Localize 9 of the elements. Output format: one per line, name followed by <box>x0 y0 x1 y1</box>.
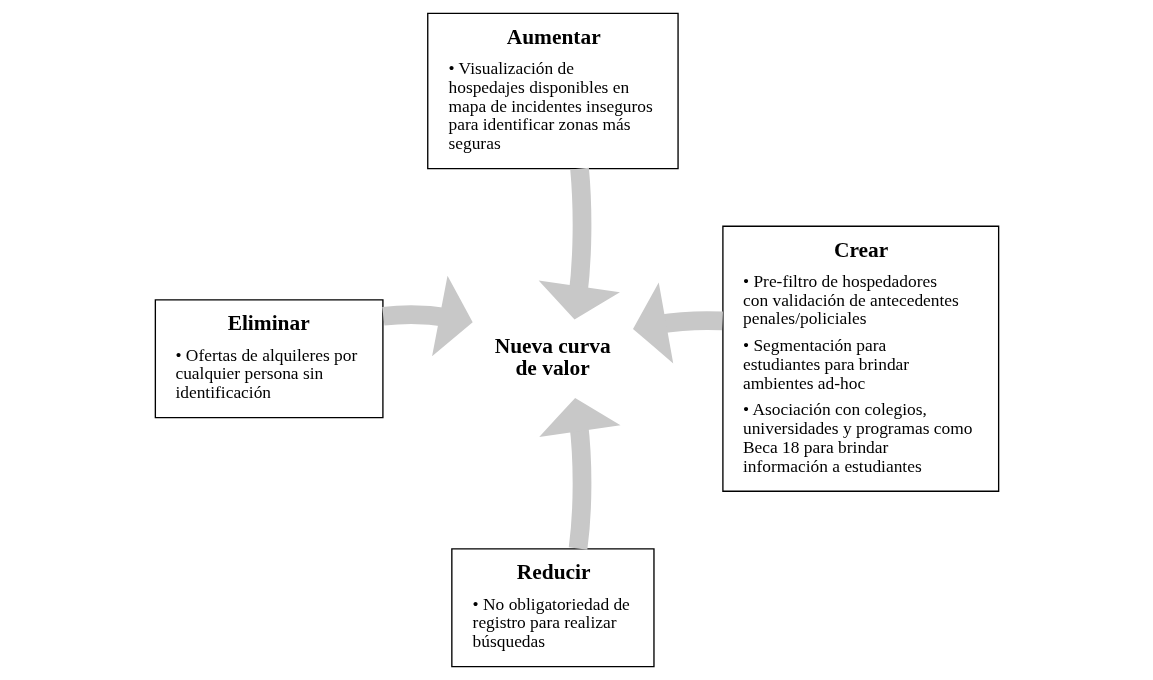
node-text: Nueva curva de valor <box>494 334 611 380</box>
node-box: Crear • Pre-filtro de hospedadores con validación de antecedentes penales/policiales • Segmentación para estudiantes para brindar ambientes ad-hoc • Asociación con colegios, universidades y programas como Beca 18 para brindar información a estudiantes <box>721 225 999 492</box>
arrow <box>538 397 620 550</box>
node-box: Aumentar • Visualización de hospedajes disponibles en mapa de incidentes inseguros para identificar zonas más seguras <box>426 12 679 170</box>
arrow <box>632 282 723 364</box>
node-box: Eliminar • Ofertas de alquileres por cualquier persona sin identificación <box>154 299 384 419</box>
node-box: Reducir • No obligatoriedad de registro para realizar búsquedas <box>450 548 655 668</box>
arrow <box>381 275 473 357</box>
arrow <box>538 167 620 320</box>
